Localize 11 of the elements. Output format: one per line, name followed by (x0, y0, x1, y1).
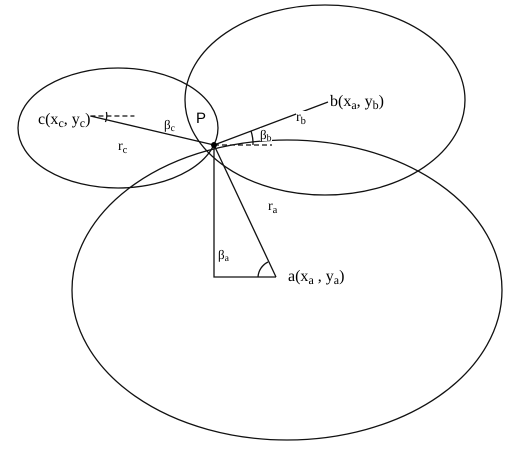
angle-label: β$_{c}$ (164, 118, 175, 131)
radius-label: r$_{b}$ (296, 111, 306, 125)
radius-label: r$_{c}$ (118, 140, 128, 154)
radius-line (213, 144, 277, 278)
point-label: P (196, 111, 206, 126)
center-label: b(x$_{a}$, y$_{b}$) (330, 92, 384, 112)
angle-label: β$_{a}$ (218, 248, 229, 261)
radius-label: r$_{a}$ (268, 200, 278, 214)
center-label: c(x$_{c}$, y$_{c}$) (38, 110, 90, 130)
angle-label: β$_{b}$ (260, 128, 272, 141)
center-label: a(x$_{a}$ , y$_{a}$) (288, 267, 344, 287)
